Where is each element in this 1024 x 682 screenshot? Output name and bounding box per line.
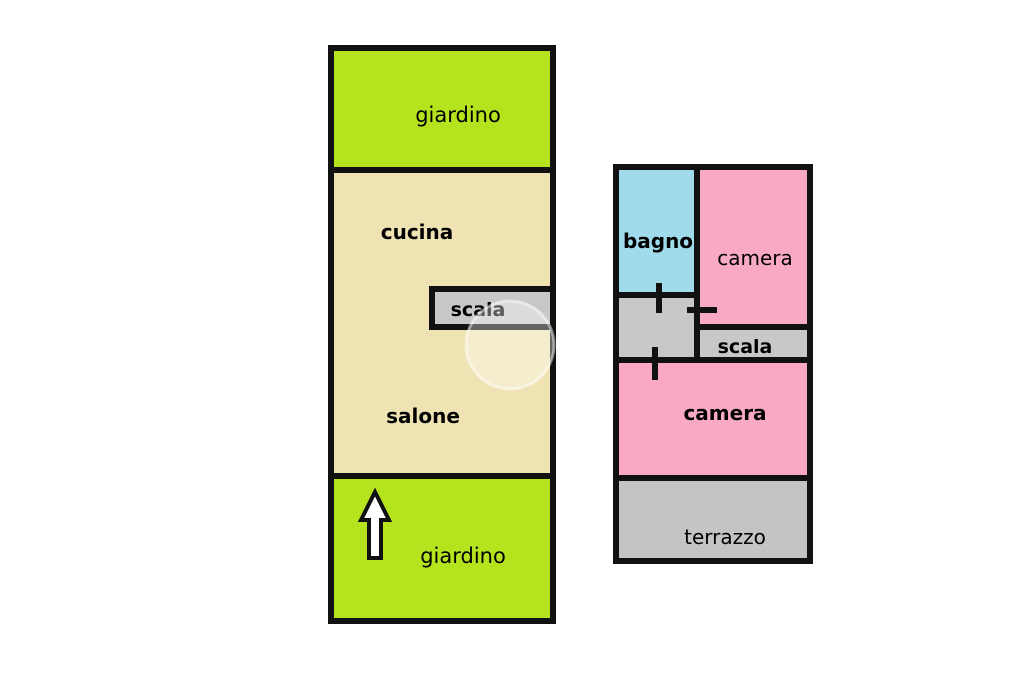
room-bathroom	[616, 167, 697, 295]
label-bathroom: bagno	[623, 229, 693, 253]
label-bedroom-top: camera	[717, 246, 793, 270]
room-terrace	[616, 480, 810, 561]
room-garden-top	[331, 48, 553, 170]
upper-floor-outline	[613, 164, 813, 564]
label-terrace: terrazzo	[684, 525, 766, 549]
watermark-circle	[464, 299, 556, 391]
upper-floor-plan: bagno camera scala camera terrazzo	[613, 164, 813, 564]
label-bedroom-bottom: camera	[683, 401, 766, 425]
room-bedroom-bottom	[616, 360, 810, 476]
label-living: salone	[386, 404, 460, 428]
label-stair-upper: scala	[718, 336, 773, 358]
label-garden-bottom: giardino	[420, 544, 506, 568]
label-garden-top: giardino	[415, 103, 501, 127]
room-bedroom-top	[697, 167, 810, 327]
arrow-up-icon	[357, 487, 393, 560]
label-kitchen: cucina	[381, 220, 454, 244]
room-stair-upper	[697, 327, 810, 360]
